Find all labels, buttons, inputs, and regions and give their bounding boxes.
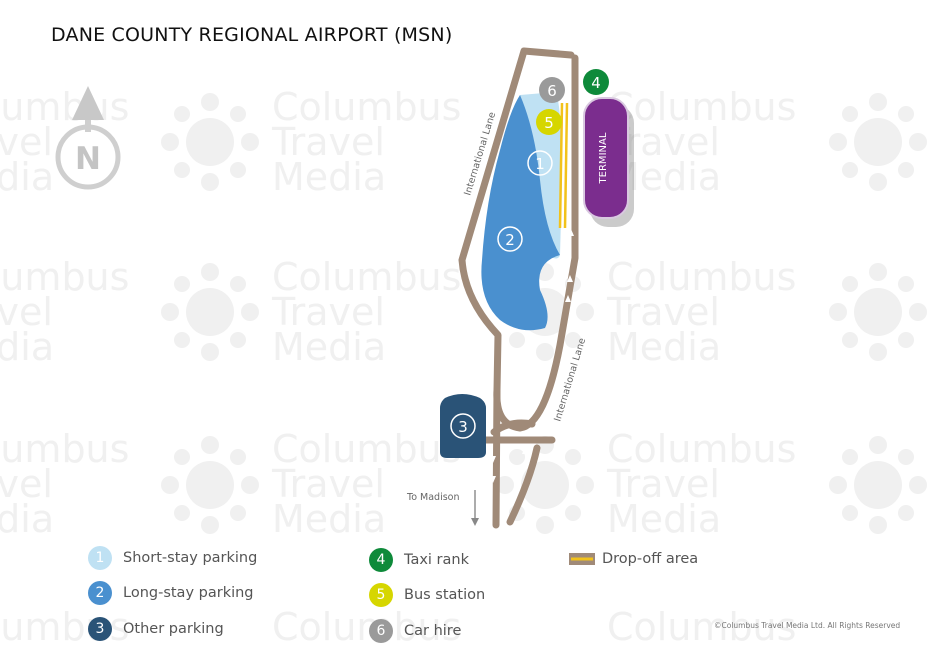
map-title: DANE COUNTY REGIONAL AIRPORT (MSN)	[51, 24, 453, 46]
direction-arrows	[490, 229, 574, 483]
watermark-text: Media	[0, 497, 54, 541]
arrow-up-icon	[517, 466, 523, 473]
marker-bus-station: 5	[536, 109, 562, 135]
watermark-text: Columbus	[607, 605, 796, 649]
watermark-text: Media	[0, 155, 54, 199]
compass-label: N	[75, 141, 101, 177]
watermark-text: Media	[607, 497, 721, 541]
watermark-text: Travel	[0, 290, 53, 334]
legend-item-car-hire: 6 Car hire	[369, 618, 461, 644]
legend-label: Long-stay parking	[123, 585, 254, 601]
arrow-up-icon	[568, 229, 574, 236]
watermark-text: Media	[272, 497, 386, 541]
legend-item-other-parking: 3 Other parking	[88, 616, 224, 642]
legend-item-bus-station: 5 Bus station	[369, 582, 485, 608]
watermark-text: Columbus	[272, 85, 461, 129]
legend-label: Bus station	[404, 587, 486, 603]
to-madison-label: To Madison	[406, 492, 460, 503]
arrow-up-icon	[567, 275, 573, 282]
compass-icon: N	[55, 86, 121, 190]
arrow-up-icon	[565, 295, 571, 302]
legend-item-drop-off: Drop-off area	[569, 546, 698, 572]
watermark-text: Columbus	[272, 255, 461, 299]
legend-marker: 3	[88, 617, 112, 641]
watermark-text: Columbus	[0, 85, 129, 129]
other-parking-area	[440, 394, 486, 458]
legend-marker: 1	[88, 546, 112, 570]
watermark-text: Columbus	[272, 605, 461, 649]
legend-marker: 6	[369, 619, 393, 643]
arrow-down-icon	[471, 490, 479, 526]
marker-long-stay: 2	[497, 226, 523, 252]
watermark-text: Travel	[606, 462, 720, 506]
svg-text:5: 5	[544, 114, 554, 132]
arrow-down-icon	[490, 456, 496, 463]
svg-text:1: 1	[535, 155, 545, 173]
svg-text:4: 4	[591, 74, 601, 92]
marker-car-hire: 6	[539, 77, 565, 103]
svg-text:3: 3	[458, 418, 468, 436]
svg-text:2: 2	[505, 231, 515, 249]
marker-taxi-rank: 4	[583, 69, 609, 95]
legend-label: Short-stay parking	[123, 550, 258, 566]
watermark-logo	[161, 436, 259, 534]
watermark-logo	[829, 263, 927, 361]
long-stay-parking-area	[481, 95, 560, 331]
watermark-text: Media	[272, 155, 386, 199]
watermark-text: Columbus	[607, 427, 796, 471]
legend-marker: 4	[369, 548, 393, 572]
arrow-up-icon	[522, 447, 528, 454]
watermark-layer: Columbus Travel Media Columbus Travel Me…	[0, 85, 927, 649]
watermark-text: Columbus	[607, 85, 796, 129]
watermark-text: Media	[0, 325, 54, 369]
legend-label: Car hire	[404, 623, 462, 639]
copyright-notice: ©Columbus Travel Media Ltd. All Rights R…	[714, 621, 901, 630]
drop-off-swatch-icon	[569, 550, 595, 568]
watermark-logo	[829, 93, 927, 191]
watermark-text: Travel	[0, 462, 53, 506]
legend-item-short-stay: 1 Short-stay parking	[88, 545, 257, 571]
legend-item-taxi-rank: 4 Taxi rank	[369, 547, 469, 573]
watermark-text: Columbus	[607, 255, 796, 299]
watermark-text: Travel	[606, 290, 720, 334]
watermark-logo	[829, 436, 927, 534]
legend-label: Drop-off area	[602, 551, 699, 567]
arrow-down-icon	[490, 476, 496, 483]
watermark-text: Media	[272, 325, 386, 369]
road-network	[458, 47, 579, 529]
watermark-text: Travel	[271, 462, 385, 506]
marker-other-parking: 3	[450, 413, 476, 439]
watermark-text: Travel	[0, 120, 53, 164]
terminal-label: TERMINAL	[598, 132, 609, 184]
legend-marker: 2	[88, 581, 112, 605]
watermark-text: Media	[607, 325, 721, 369]
legend-marker: 5	[369, 583, 393, 607]
watermark-logo	[161, 93, 259, 191]
legend-label: Other parking	[123, 621, 224, 637]
terminal-building: TERMINAL	[583, 97, 634, 227]
legend-label: Taxi rank	[404, 552, 469, 568]
watermark-text: Columbus	[272, 427, 461, 471]
watermark-text: Columbus	[0, 427, 129, 471]
watermark-text: Travel	[271, 290, 385, 334]
marker-short-stay: 1	[527, 150, 553, 176]
watermark-text: Travel	[271, 120, 385, 164]
watermark-text: Columbus	[0, 255, 129, 299]
legend-item-long-stay: 2 Long-stay parking	[88, 580, 254, 606]
svg-text:6: 6	[547, 82, 557, 100]
watermark-logo	[161, 263, 259, 361]
